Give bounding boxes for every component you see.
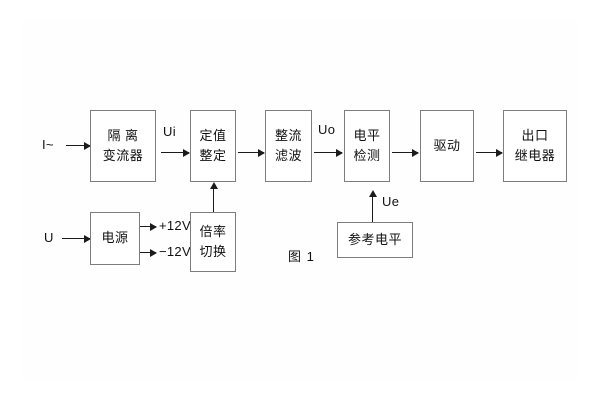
arrow-level-detect-to-driver <box>392 148 419 157</box>
block-reference-level-line-1: 参考电平 <box>347 231 402 247</box>
input-label-current: I~ <box>42 137 54 152</box>
block-rectify-filter[interactable]: 整流 滤波 <box>265 110 312 182</box>
signal-label-ui: Ui <box>163 124 176 139</box>
arrow-current-to-isolation-ct <box>66 141 91 150</box>
block-level-detect-line-2: 检测 <box>353 148 381 163</box>
block-power-supply-line-1: 电源 <box>101 230 129 246</box>
block-ratio-switch[interactable]: 倍率 切换 <box>190 212 236 272</box>
arrow-ratio-switch-to-setting <box>209 182 218 212</box>
rail-label-positive: +12V <box>159 218 191 233</box>
arrow-voltage-to-power-supply <box>62 234 91 243</box>
block-reference-level[interactable]: 参考电平 <box>337 222 413 258</box>
block-ratio-switch-line-1: 倍率 <box>199 223 227 239</box>
arrow-rail-negative <box>140 248 157 257</box>
block-driver-line-1: 驱动 <box>433 137 461 153</box>
block-driver[interactable]: 驱动 <box>420 110 474 182</box>
input-label-voltage: U <box>44 230 54 245</box>
rail-label-negative: −12V <box>159 244 191 259</box>
arrow-isolation-ct-to-setting <box>161 148 190 157</box>
block-output-relay-line-2: 继电器 <box>514 148 556 163</box>
block-isolation-ct-line-2: 变流器 <box>102 148 144 163</box>
block-setting-line-1: 定值 <box>199 127 227 143</box>
arrow-reference-level-to-level-detect <box>368 190 377 222</box>
arrow-driver-to-output-relay <box>476 148 503 157</box>
block-rectify-filter-line-2: 滤波 <box>274 148 302 163</box>
arrow-rail-positive <box>140 222 157 231</box>
diagram-background-panel <box>22 18 578 382</box>
block-setting-line-2: 整定 <box>199 148 227 163</box>
figure-caption: 图 1 <box>288 249 315 264</box>
block-level-detect[interactable]: 电平 检测 <box>344 110 390 182</box>
block-isolation-ct-line-1: 隔 离 <box>107 127 139 143</box>
block-output-relay-line-1: 出口 <box>521 127 549 143</box>
arrow-setting-to-rectify-filter <box>238 148 265 157</box>
block-level-detect-line-1: 电平 <box>353 127 381 143</box>
block-power-supply[interactable]: 电源 <box>90 212 140 265</box>
block-isolation-ct[interactable]: 隔 离 变流器 <box>90 110 156 182</box>
signal-label-uo: Uo <box>318 122 336 137</box>
signal-label-ue: Ue <box>382 194 400 209</box>
block-setting[interactable]: 定值 整定 <box>190 110 236 182</box>
block-ratio-switch-line-2: 切换 <box>199 244 227 259</box>
block-rectify-filter-line-1: 整流 <box>274 127 302 143</box>
arrow-rectify-filter-to-level-detect <box>314 148 343 157</box>
block-output-relay[interactable]: 出口 继电器 <box>503 110 567 182</box>
